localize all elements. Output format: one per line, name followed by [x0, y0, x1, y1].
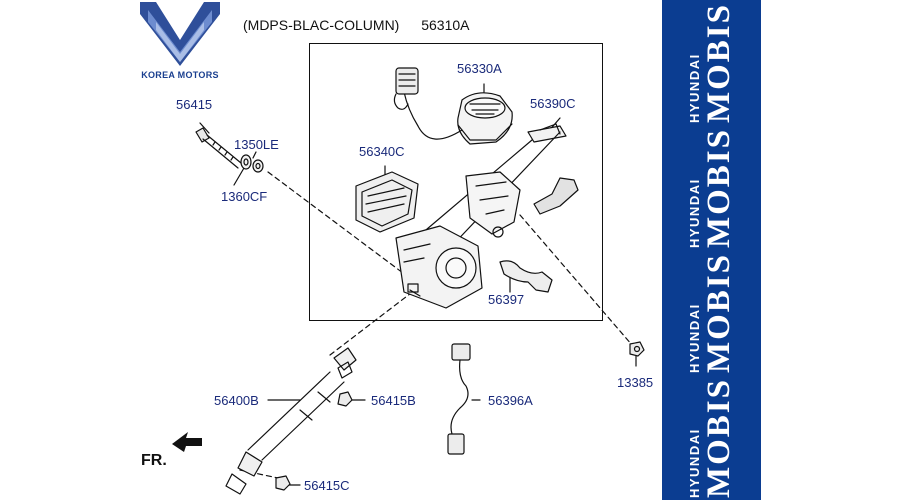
assembly-frame: [309, 43, 603, 321]
front-direction-marker: FR.: [141, 452, 167, 469]
brand-small-text: HYUNDAI: [686, 302, 702, 373]
part-label-56400b: 56400B: [214, 393, 259, 408]
assembly-part-number: 56310A: [421, 17, 470, 33]
brand-big-text: MOBIS: [700, 2, 737, 123]
korea-motors-logo-icon: [140, 2, 220, 66]
part-label-56415: 56415: [176, 97, 213, 112]
title-text: (MDPS-BLAC-COLUMN): [243, 17, 400, 33]
part-label-56330a: 56330A: [457, 61, 502, 76]
part-label-56415c: 56415C: [304, 478, 350, 493]
brand-big-text: MOBIS: [700, 377, 737, 498]
logo-company-name: KOREA MOTORS: [141, 70, 219, 80]
part-label-56396a: 56396A: [488, 393, 533, 408]
part-label-56390c: 56390C: [530, 96, 576, 111]
brand-small-text: HYUNDAI: [686, 52, 702, 123]
part-label-1350le: 1350LE: [234, 137, 279, 152]
brand-big-text: MOBIS: [700, 252, 737, 373]
brand-small-text: HYUNDAI: [686, 427, 702, 498]
part-label-56340c: 56340C: [359, 144, 405, 159]
part-label-13385: 13385: [617, 375, 654, 390]
part-label-56397: 56397: [488, 292, 525, 307]
part-label-1360cf: 1360CF: [221, 189, 268, 204]
brand-big-text: MOBIS: [700, 127, 737, 248]
brand-small-text: HYUNDAI: [686, 177, 702, 248]
diagram-title: (MDPS-BLAC-COLUMN) 56310A: [243, 17, 470, 33]
part-label-56415b: 56415B: [371, 393, 416, 408]
